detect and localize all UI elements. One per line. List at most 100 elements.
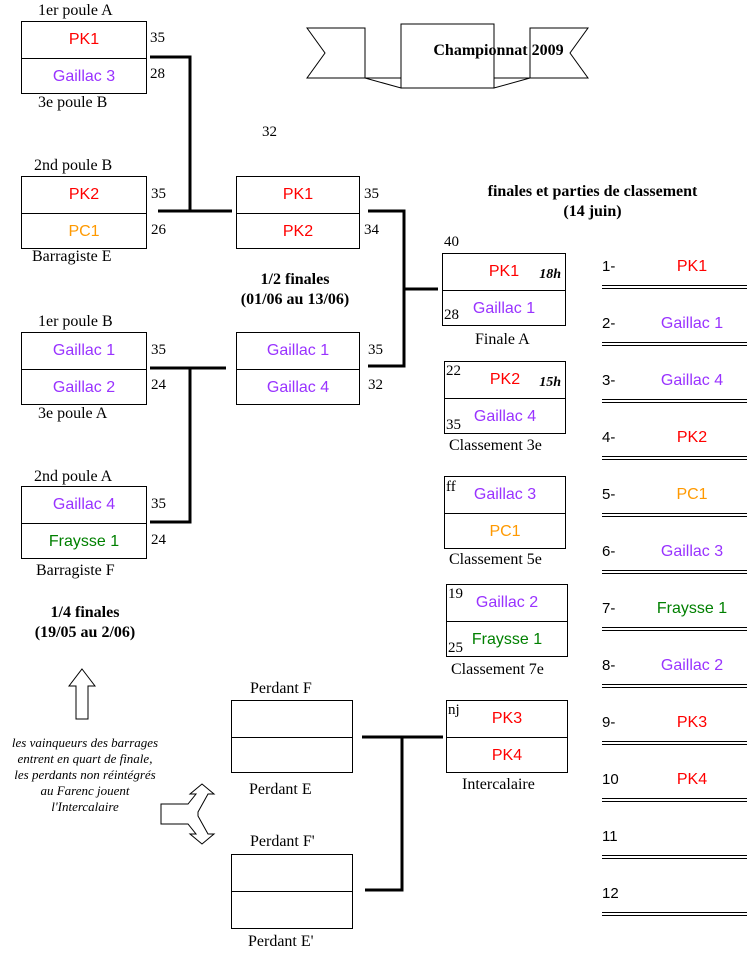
ranking-line <box>602 570 747 571</box>
score: 19 <box>448 586 463 602</box>
score: 24 <box>151 532 166 548</box>
team-fraysse-1: Fraysse 1 <box>22 523 146 559</box>
score: ff <box>446 479 456 495</box>
ranking-team: Gaillac 1 <box>660 315 724 332</box>
score: 26 <box>151 222 166 238</box>
final-label: Intercalaire <box>462 776 535 793</box>
ranking-team: Fraysse 1 <box>656 600 728 617</box>
team-pk1: PK1 <box>282 186 314 203</box>
semis-date: (01/06 au 13/06) <box>240 291 350 308</box>
final-label: Classement 3e <box>449 437 542 454</box>
ranking-line <box>602 630 747 631</box>
team-gaillac-3: Gaillac 3 <box>22 58 146 94</box>
score: 32 <box>368 377 383 393</box>
score: 35 <box>150 30 165 46</box>
perdant-label: Perdant F <box>250 680 312 697</box>
ranking-team: Gaillac 4 <box>660 372 724 389</box>
team-pk1: PK1 <box>68 31 100 48</box>
qf-label-top: 2nd poule A <box>34 468 113 485</box>
team-gaillac-1: Gaillac 1 <box>443 290 565 326</box>
ranking-line <box>602 573 747 574</box>
qf-label-top: 1er poule B <box>38 313 113 330</box>
ranking-line <box>602 288 747 289</box>
qf-label-bottom: Barragiste F <box>36 562 115 579</box>
score: 24 <box>151 377 166 393</box>
team-pk2: PK2 <box>489 371 521 388</box>
score: 35 <box>151 342 166 358</box>
team-gaillac-4: Gaillac 4 <box>445 398 565 434</box>
page-title: Championnat 2009 <box>433 42 564 59</box>
note-text: les vainqueurs des barrages entrent en q… <box>11 735 159 814</box>
team-fraysse-1: Fraysse 1 <box>447 621 567 657</box>
score: 35 <box>364 186 379 202</box>
ranking-team: PK4 <box>676 771 708 788</box>
match-time: 18h <box>539 267 561 282</box>
ranking-team: PK1 <box>676 258 708 275</box>
finals-heading: finales et parties de classement <box>487 183 698 200</box>
score: 35 <box>446 417 461 433</box>
ranking-line <box>602 627 747 628</box>
match-time: 15h <box>539 375 561 390</box>
ranking-line <box>602 741 747 742</box>
ranking-position: 3- <box>602 372 616 389</box>
score: 40 <box>444 234 459 250</box>
score: 35 <box>151 186 166 202</box>
split-arrow-icon <box>160 783 216 845</box>
ranking-line <box>602 402 747 403</box>
finals-date: (14 juin) <box>563 203 622 220</box>
final-label: Classement 7e <box>451 661 544 678</box>
ranking-line <box>602 399 747 400</box>
ranking-position: 7- <box>602 600 616 617</box>
empty-slot <box>232 737 352 773</box>
ranking-line <box>602 459 747 460</box>
score: 28 <box>444 307 459 323</box>
team-pk2: PK2 <box>68 186 100 203</box>
ranking-team: PK2 <box>676 429 708 446</box>
qf-label-top: 1er poule A <box>38 2 113 19</box>
team-gaillac-2: Gaillac 2 <box>475 594 539 611</box>
empty-slot <box>232 891 352 929</box>
score: 25 <box>448 640 463 656</box>
quarters-date: (19/05 au 2/06) <box>34 624 136 641</box>
ranking-position: 8- <box>602 657 616 674</box>
ranking-line <box>602 456 747 457</box>
ranking-position: 6- <box>602 543 616 560</box>
score: 22 <box>446 363 461 379</box>
qf-label-top: 2nd poule B <box>34 157 113 174</box>
ranking-line <box>602 513 747 514</box>
qf-label-bottom: 3e poule A <box>38 405 108 422</box>
ranking-team: Gaillac 2 <box>660 657 724 674</box>
team-gaillac-1: Gaillac 1 <box>266 342 330 359</box>
ranking-line <box>602 684 747 685</box>
semis-heading: 1/2 finales <box>260 271 330 288</box>
ranking-line <box>602 342 747 343</box>
ranking-line <box>602 801 747 802</box>
stray-number: 32 <box>262 124 277 140</box>
quarters-heading: 1/4 finales <box>50 604 120 621</box>
ranking-position: 12 <box>602 885 619 902</box>
team-gaillac-4: Gaillac 4 <box>52 496 116 513</box>
ranking-position: 10 <box>602 771 619 788</box>
score: 34 <box>364 222 379 238</box>
team-pk3: PK3 <box>491 710 523 727</box>
final-label: Finale A <box>475 331 530 348</box>
ranking-line <box>602 798 747 799</box>
ranking-position: 9- <box>602 714 616 731</box>
ranking-position: 2- <box>602 315 616 332</box>
score: 28 <box>150 66 165 82</box>
team-pc1: PC1 <box>22 213 146 249</box>
title-banner <box>306 23 589 89</box>
perdant-label: Perdant F' <box>250 833 315 850</box>
arrow-up-icon <box>68 668 96 720</box>
team-pk1: PK1 <box>488 263 520 280</box>
team-pk4: PK4 <box>447 737 567 773</box>
ranking-position: 11 <box>602 828 618 845</box>
score: 35 <box>368 342 383 358</box>
ranking-team: PK3 <box>676 714 708 731</box>
team-gaillac-4: Gaillac 4 <box>237 369 359 405</box>
ranking-position: 4- <box>602 429 616 446</box>
ranking-line <box>602 687 747 688</box>
ranking-line <box>602 516 747 517</box>
ranking-line <box>602 855 747 856</box>
